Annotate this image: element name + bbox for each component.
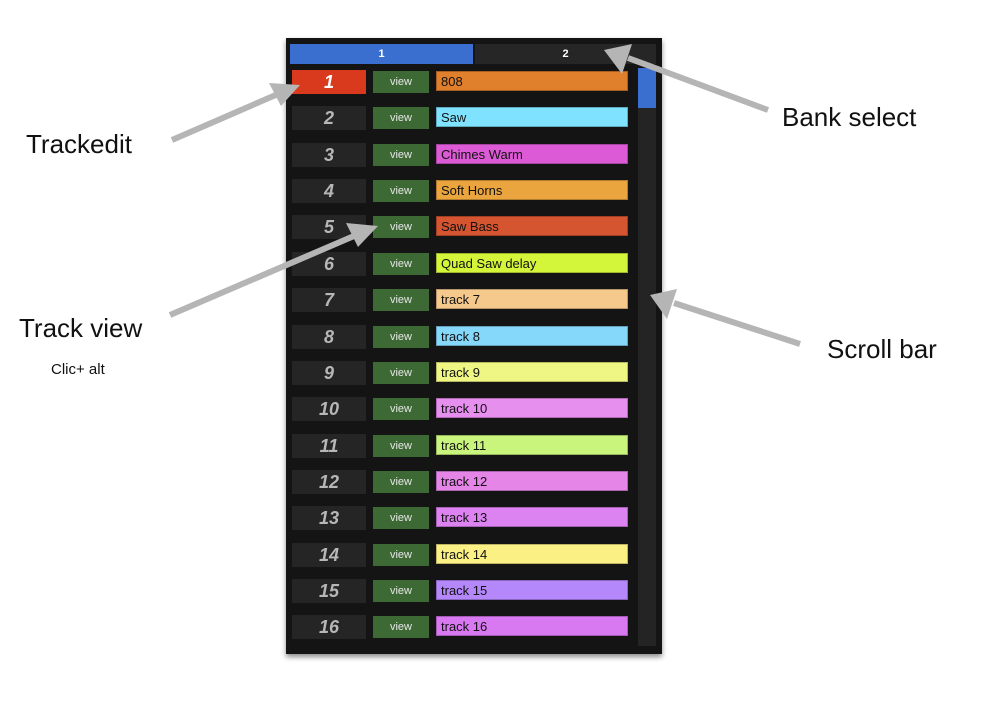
track-name-field[interactable]: track 15 [436,580,628,600]
scroll-thumb[interactable] [638,68,656,108]
track-view-button[interactable]: view [373,326,429,348]
track-row: 11 view track 11 [292,434,632,458]
track-row: 14 view track 14 [292,543,632,567]
trackedit-button[interactable]: 11 [292,434,366,458]
trackedit-button[interactable]: 7 [292,288,366,312]
trackedit-button[interactable]: 8 [292,325,366,349]
track-row: 12 view track 12 [292,470,632,494]
trackedit-button[interactable]: 12 [292,470,366,494]
track-row: 13 view track 13 [292,506,632,530]
track-name-field[interactable]: Saw [436,107,628,127]
track-name-field[interactable]: Chimes Warm [436,144,628,164]
track-view-button[interactable]: view [373,507,429,529]
track-view-button[interactable]: view [373,544,429,566]
arrow-trackedit [170,83,300,143]
track-name-field[interactable]: track 10 [436,398,628,418]
arrow-bank-select [604,44,770,113]
track-row: 8 view track 8 [292,325,632,349]
track-name-field[interactable]: Soft Horns [436,180,628,200]
track-row: 9 view track 9 [292,361,632,385]
track-row: 4 view Soft Horns [292,179,632,203]
track-view-button[interactable]: view [373,616,429,638]
track-name-field[interactable]: track 8 [436,326,628,346]
track-name-field[interactable]: Quad Saw delay [436,253,628,273]
track-view-button[interactable]: view [373,398,429,420]
annotation-track-view-hint: Clic+ alt [51,361,105,378]
annotation-track-view: Track view [19,313,143,343]
track-name-field[interactable]: track 9 [436,362,628,382]
track-view-button[interactable]: view [373,216,429,238]
trackedit-button[interactable]: 3 [292,143,366,167]
track-row: 15 view track 15 [292,579,632,603]
trackedit-button[interactable]: 13 [292,506,366,530]
annotation-trackedit: Trackedit [26,129,132,159]
trackedit-button[interactable]: 10 [292,397,366,421]
track-view-button[interactable]: view [373,107,429,129]
annotation-scroll-bar: Scroll bar [827,334,937,364]
trackedit-button[interactable]: 16 [292,615,366,639]
track-row: 16 view track 16 [292,615,632,639]
track-view-button[interactable]: view [373,144,429,166]
track-view-button[interactable]: view [373,580,429,602]
track-view-button[interactable]: view [373,471,429,493]
track-view-button[interactable]: view [373,180,429,202]
track-name-field[interactable]: track 16 [436,616,628,636]
track-name-field[interactable]: Saw Bass [436,216,628,236]
trackedit-button[interactable]: 2 [292,106,366,130]
track-row: 7 view track 7 [292,288,632,312]
arrow-track-view [168,223,378,318]
track-view-button[interactable]: view [373,362,429,384]
trackedit-button[interactable]: 15 [292,579,366,603]
trackedit-button[interactable]: 1 [292,70,366,94]
track-row: 1 view 808 [292,70,632,94]
arrow-scroll-bar [650,289,801,347]
bank-tab-1[interactable]: 1 [290,44,473,64]
trackedit-button[interactable]: 9 [292,361,366,385]
track-name-field[interactable]: 808 [436,71,628,91]
scroll-bar[interactable] [638,68,656,646]
track-name-field[interactable]: track 7 [436,289,628,309]
track-name-field[interactable]: track 12 [436,471,628,491]
track-name-field[interactable]: track 13 [436,507,628,527]
track-row: 2 view Saw [292,106,632,130]
annotation-bank-select: Bank select [782,102,917,132]
track-view-button[interactable]: view [373,289,429,311]
track-view-button[interactable]: view [373,253,429,275]
track-name-field[interactable]: track 14 [436,544,628,564]
trackedit-button[interactable]: 4 [292,179,366,203]
track-name-field[interactable]: track 11 [436,435,628,455]
track-view-button[interactable]: view [373,435,429,457]
track-row: 10 view track 10 [292,397,632,421]
track-row: 3 view Chimes Warm [292,143,632,167]
track-view-button[interactable]: view [373,71,429,93]
trackedit-button[interactable]: 14 [292,543,366,567]
